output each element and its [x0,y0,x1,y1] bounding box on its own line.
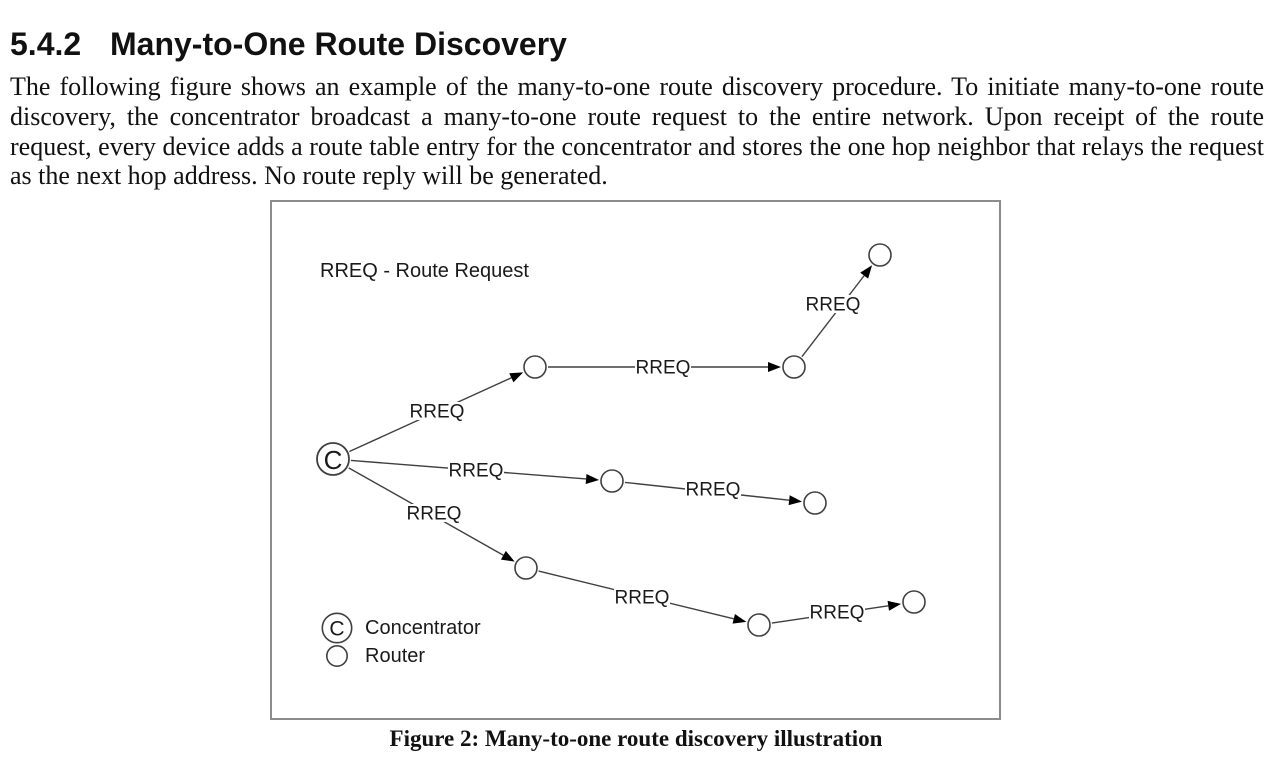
edge-label-bg [635,358,691,376]
arrowhead-icon [887,600,902,611]
edge-label-bg [685,480,741,498]
edge-label-bg [805,295,861,313]
router-node [803,491,827,515]
route-diagram: RREQ RREQ RREQ RREQ RREQ RREQ RREQ RREQ C [316,243,926,637]
edge-label: RREQ [806,295,861,316]
arrowhead-icon [788,495,803,506]
concentrator-node-label: C [324,445,343,475]
router-node [600,469,624,493]
edge-label-bg [406,504,462,522]
figure-box: RREQ RREQ RREQ RREQ RREQ RREQ RREQ RREQ C RREQ -… [270,200,1001,720]
edge-label: RREQ [686,480,741,501]
arrowhead-icon [509,372,524,383]
edge-label-bg [614,588,670,606]
body-paragraph: The following figure shows an example of… [10,72,1264,191]
router-node [747,613,771,637]
router-node [514,556,538,580]
edge-label: RREQ [615,588,670,609]
legend-note: RREQ - Route Request [320,260,529,282]
section-number: 5.4.2 [10,26,82,63]
edge-label-bg [448,461,504,479]
legend-row-router: Router [318,645,481,668]
router-node [868,243,892,267]
edge-label: RREQ [810,603,865,624]
legend-label-router: Router [365,644,426,667]
edge-label-bg [409,402,465,420]
router-node [782,355,806,379]
figure-legend: C Concentrator Router [318,612,481,668]
legend-label-concentrator: Concentrator [365,616,481,639]
router-icon [318,645,356,667]
edge-label: RREQ [636,358,691,379]
section-title: Many-to-One Route Discovery [110,26,567,63]
edge-label-bg [809,603,865,621]
router-node [902,590,926,614]
arrowhead-icon [500,550,515,562]
arrowhead-icon [860,265,873,279]
section-heading: 5.4.2 Many-to-One Route Discovery [10,26,567,62]
router-node [523,355,547,379]
edge-label: RREQ [449,461,504,482]
edge-line [801,275,865,358]
edge-label: RREQ [407,504,462,525]
concentrator-symbol: C [329,618,344,641]
concentrator-icon: C [318,612,356,644]
figure-caption: Figure 2: Many-to-one route discovery il… [389,726,883,751]
concentrator-node [316,442,350,476]
legend-row-concentrator: C Concentrator [318,612,481,644]
arrowhead-icon [768,362,781,372]
arrowhead-icon [732,613,747,624]
edge-label: RREQ [410,402,465,423]
arrowhead-icon [585,473,600,484]
